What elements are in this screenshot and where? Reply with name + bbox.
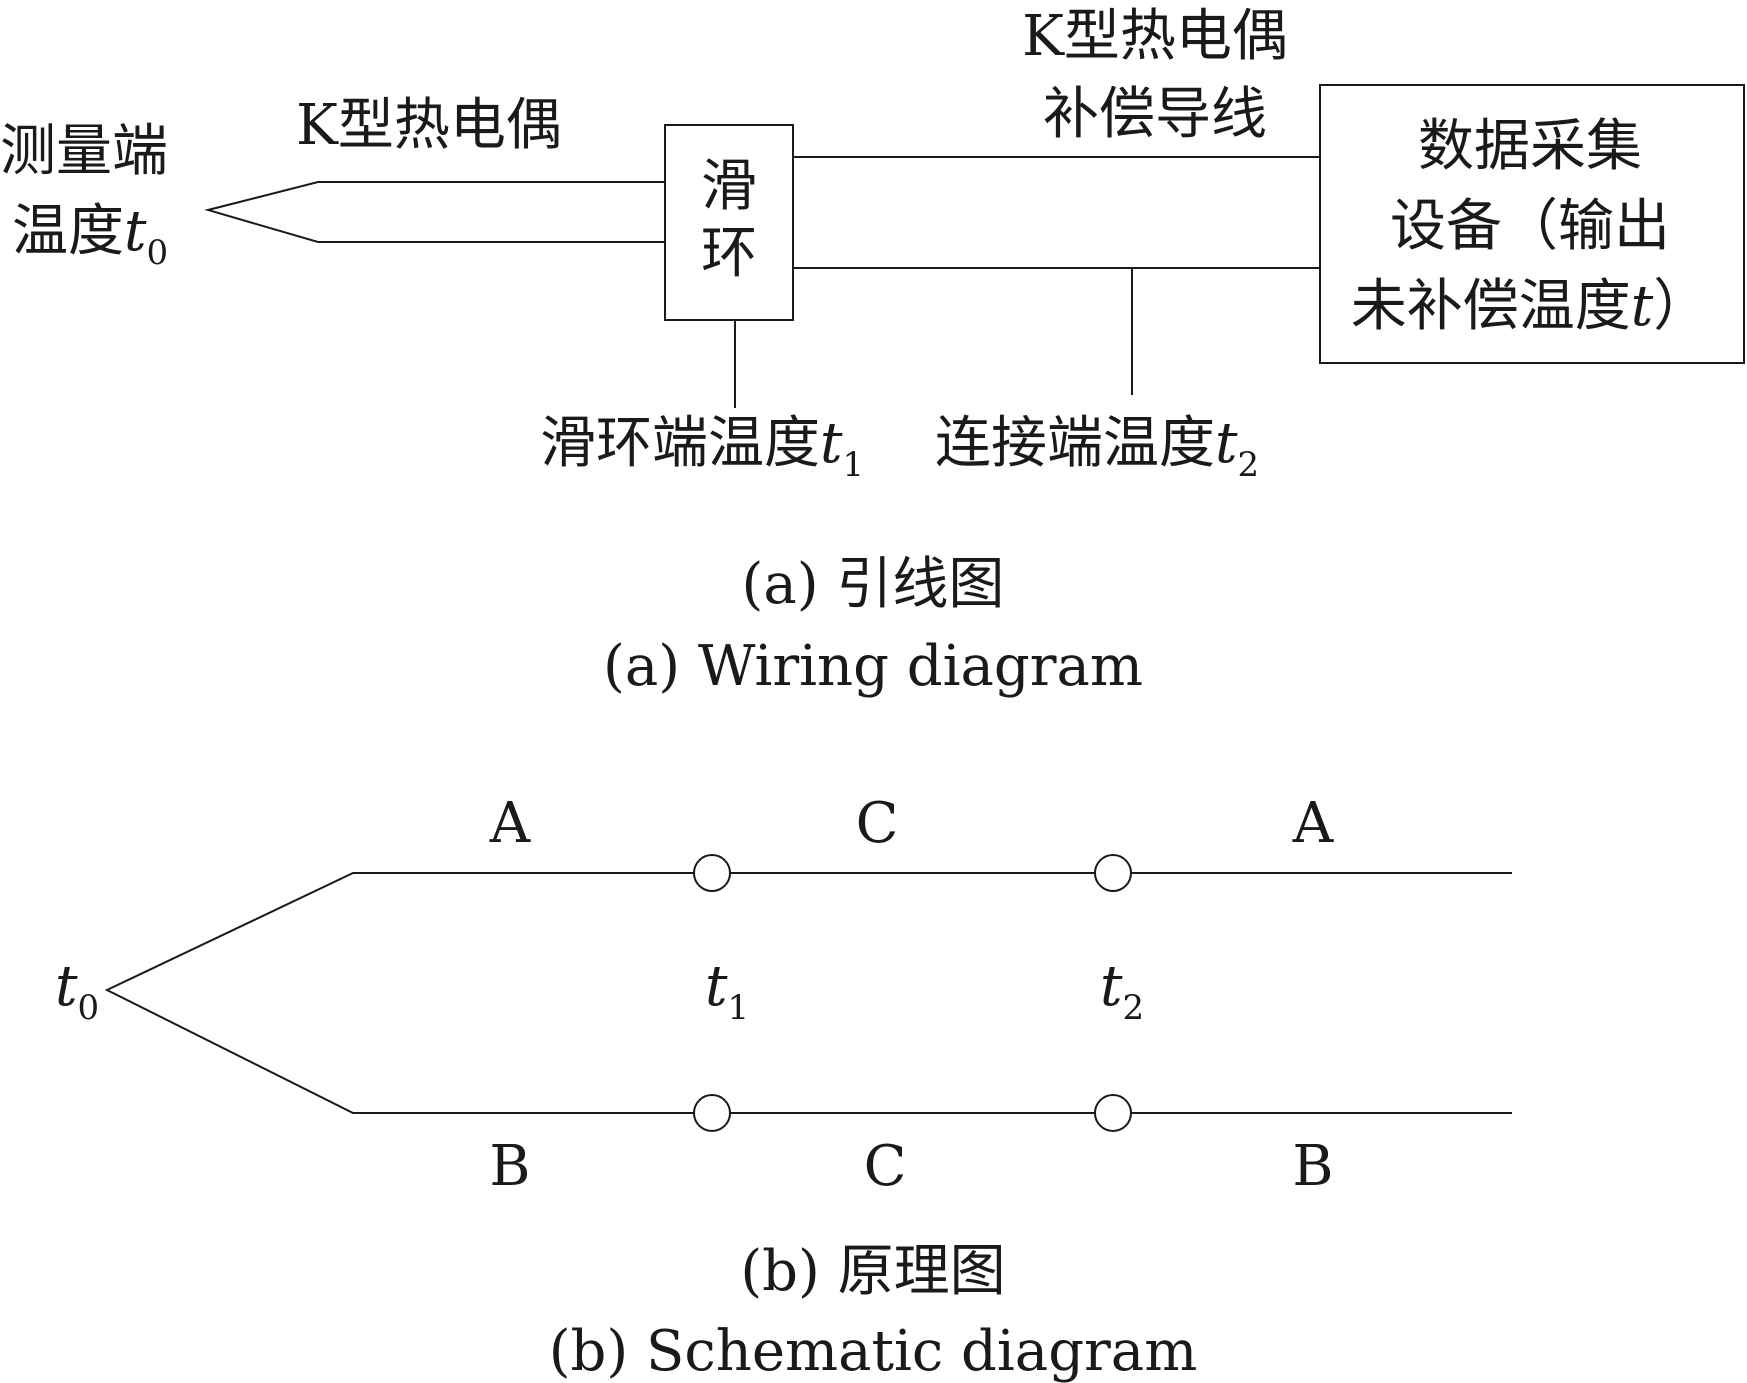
compensation-wire-label-line2: 补偿导线	[1043, 82, 1267, 147]
daq-label-line2: 设备（输出	[1390, 194, 1670, 259]
schematic-t0-symbol: t	[55, 954, 78, 1019]
thermocouple-label: K型热电偶	[296, 93, 562, 158]
daq-device-box	[1319, 84, 1745, 364]
measure-end-label-line1: 测量端	[0, 119, 168, 184]
schematic-t0-subscript: 0	[78, 988, 100, 1028]
slip-ring-box	[664, 124, 794, 321]
conductor-label-bottom-left: B	[489, 1134, 530, 1199]
connect-end-temp-label: 连接端温度t2	[935, 411, 1259, 485]
slip-ring-temp-label: 滑环端温度t1	[540, 411, 864, 485]
wiring-diagram: 测量端 温度t0 K型热电偶 滑 环 K型热电偶 补偿导线 数据采集 设备（输出…	[0, 4, 1745, 699]
schematic-caption-cn: (b) 原理图	[740, 1239, 1005, 1304]
daq-t-symbol: t	[1631, 274, 1654, 339]
conductor-label-top-left: A	[489, 791, 531, 856]
slip-ring-temp-text: 滑环端温度	[540, 411, 820, 476]
wiring-caption-en: (a) Wiring diagram	[603, 634, 1143, 699]
connect-end-temp-text: 连接端温度	[935, 411, 1215, 476]
compensation-wire-label-line1: K型热电偶	[1022, 4, 1288, 69]
junction-node-t1-top	[693, 854, 731, 892]
connect-end-t-symbol: t	[1215, 411, 1238, 476]
schematic-t1-label: t1	[705, 954, 749, 1028]
daq-label-line1: 数据采集	[1418, 114, 1642, 179]
schematic-t2-symbol: t	[1100, 954, 1123, 1019]
daq-close-paren: ）	[1653, 274, 1709, 339]
daq-output-text: 未补偿温度	[1351, 274, 1631, 339]
measure-end-t-symbol: t	[124, 199, 147, 264]
schematic-t1-symbol: t	[705, 954, 728, 1019]
wiring-caption-cn: (a) 引线图	[742, 552, 1005, 617]
schematic-caption-en: (b) Schematic diagram	[549, 1319, 1198, 1383]
conductor-label-top-middle: C	[856, 791, 899, 856]
schematic-junction-wedge	[104, 872, 1512, 1114]
measure-end-subscript: 0	[147, 233, 169, 273]
schematic-t1-subscript: 1	[728, 988, 750, 1028]
thermocouple-probe	[204, 181, 665, 243]
junction-node-t2-bottom	[1094, 1094, 1132, 1132]
conductor-label-bottom-right: B	[1292, 1134, 1333, 1199]
schematic-t0-label: t0	[55, 954, 99, 1028]
slip-ring-t-symbol: t	[820, 411, 843, 476]
junction-node-t2-top	[1094, 854, 1132, 892]
measure-end-temp-text: 温度	[12, 199, 124, 264]
slip-ring-label-line2: 环	[701, 221, 757, 286]
measure-end-label-line2: 温度t0	[12, 199, 168, 273]
conductor-label-bottom-middle: C	[864, 1134, 907, 1199]
connect-end-subscript: 2	[1238, 445, 1260, 485]
conductor-label-top-right: A	[1292, 791, 1334, 856]
slip-ring-label-line1: 滑	[701, 154, 757, 219]
slip-ring-subscript: 1	[843, 445, 865, 485]
schematic-t2-label: t2	[1100, 954, 1144, 1028]
schematic-diagram: A C A B C B t0 t1 t2 (b) 原理图 (b) Schemat…	[55, 791, 1512, 1383]
schematic-t2-subscript: 2	[1123, 988, 1145, 1028]
daq-label-line3: 未补偿温度t）	[1351, 274, 1710, 339]
junction-node-t1-bottom	[693, 1094, 731, 1132]
